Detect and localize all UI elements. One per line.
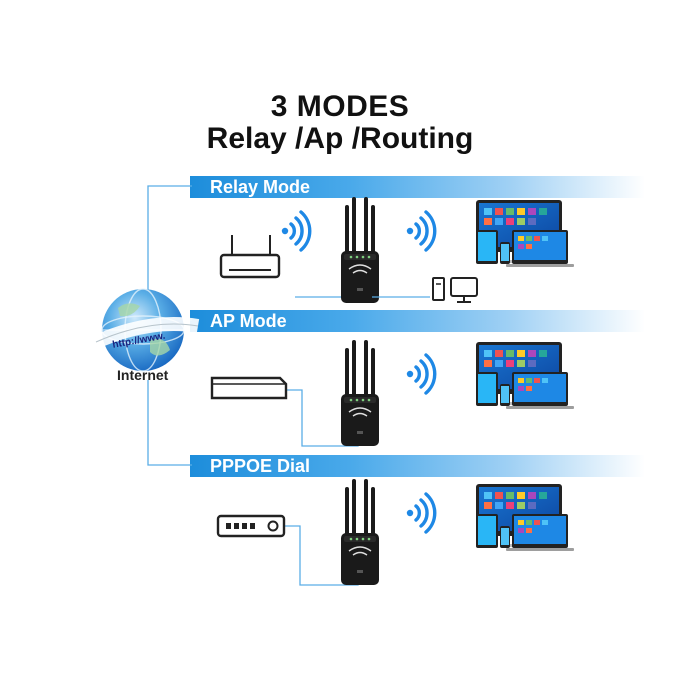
- ap-devices-icon: [476, 342, 574, 409]
- ap-switch-icon: [210, 376, 288, 400]
- ap-extender-icon: [340, 339, 380, 447]
- internet-globe-icon: [93, 288, 200, 372]
- pppoe-devices-icon: [476, 484, 574, 551]
- pppoe-output-wifi-icon: [405, 492, 437, 534]
- pppoe-dial-band: [190, 455, 645, 477]
- relay-devices-icon: [476, 200, 574, 267]
- title-line-2: Relay /Ap /Routing: [206, 122, 474, 155]
- ap-output-wifi-icon: [405, 353, 437, 395]
- title-line-1: 3 MODES: [270, 90, 410, 123]
- relay-output-wifi-icon: [405, 210, 437, 252]
- ap-mode-band: [190, 310, 645, 332]
- internet-label: Internet: [117, 367, 169, 383]
- relay-input-wifi-icon: [280, 210, 312, 252]
- relay-desktop-pc-icon: [432, 277, 478, 303]
- relay-router-icon: [219, 235, 281, 279]
- pppoe-extender-icon: [340, 478, 380, 586]
- pppoe-modem-icon: [216, 514, 286, 538]
- relay-mode-band: [190, 176, 645, 198]
- pppoe-dial-label: PPPOE Dial: [210, 456, 311, 476]
- ap-mode-label: AP Mode: [210, 311, 287, 331]
- relay-extender-icon: [340, 196, 380, 304]
- relay-mode-label: Relay Mode: [210, 177, 311, 197]
